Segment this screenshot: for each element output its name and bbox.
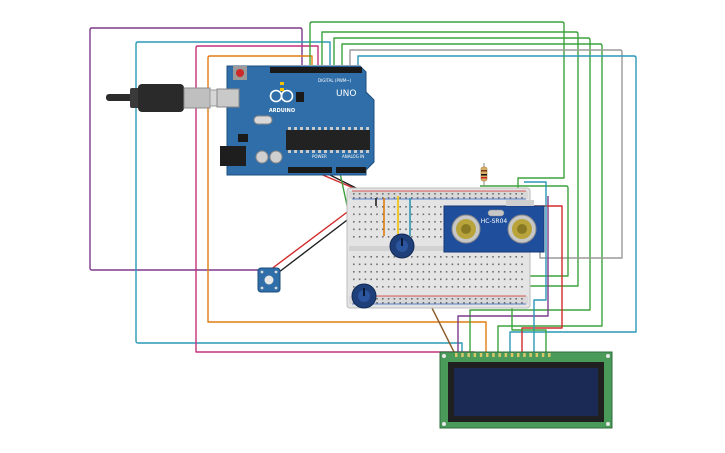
wire-green-bb-right[interactable] xyxy=(446,185,569,277)
wire-green-top-3[interactable] xyxy=(333,37,591,352)
power-header xyxy=(288,167,332,173)
ultrasonic-transmitter xyxy=(451,214,481,244)
digital-header xyxy=(270,67,362,73)
wire-teal-left[interactable] xyxy=(135,41,463,352)
ultrasonic-sensor[interactable]: HC-SR04 xyxy=(443,200,545,253)
ultrasonic-label: HC-SR04 xyxy=(481,218,508,225)
usb-cable[interactable] xyxy=(106,84,227,112)
potentiometer-1[interactable] xyxy=(389,233,415,259)
wire-teal-right[interactable] xyxy=(524,181,547,356)
arduino-model: UNO xyxy=(336,89,356,99)
usb-jack xyxy=(216,88,240,108)
arduino-brand: ARDUINO xyxy=(269,108,295,114)
analog-label: ANALOG IN xyxy=(342,154,364,159)
potentiometer-2[interactable] xyxy=(351,283,377,309)
capacitor xyxy=(269,150,283,164)
lcd-pins xyxy=(455,353,551,357)
ultrasonic-receiver xyxy=(507,214,537,244)
arduino-uno[interactable]: ARDUINO UNO DIGITAL (PWM~) POWER ANALOG … xyxy=(216,65,375,176)
wire-purple-sensor[interactable] xyxy=(89,27,303,271)
capacitor xyxy=(255,150,269,164)
wire-green-top-4[interactable] xyxy=(341,43,603,356)
crystal xyxy=(253,115,273,125)
power-label: POWER xyxy=(312,154,327,159)
breadboard-jumpers xyxy=(375,196,411,236)
wire-magenta-left[interactable] xyxy=(195,45,475,356)
wire-teal-top[interactable] xyxy=(357,55,637,356)
arduino-logo xyxy=(269,89,294,103)
atmega-chip xyxy=(286,130,370,150)
analog-header xyxy=(336,167,366,173)
wire-gray-top[interactable] xyxy=(349,49,623,259)
chip-pins xyxy=(288,127,369,153)
wire-red-right[interactable] xyxy=(521,205,563,356)
ultrasonic-pins xyxy=(506,200,534,206)
power-jack xyxy=(220,146,246,166)
wire-green-top-2[interactable] xyxy=(321,31,579,287)
lcd-display[interactable] xyxy=(439,351,613,429)
wire-purple-right[interactable] xyxy=(457,196,549,356)
digital-header-label: DIGITAL (PWM~) xyxy=(318,78,352,83)
resistor[interactable] xyxy=(480,163,488,186)
wire-green-top-1[interactable] xyxy=(309,21,565,200)
wire-orange-left[interactable] xyxy=(207,55,487,356)
lcd-screen xyxy=(454,368,598,416)
sensor-module[interactable] xyxy=(257,267,281,293)
